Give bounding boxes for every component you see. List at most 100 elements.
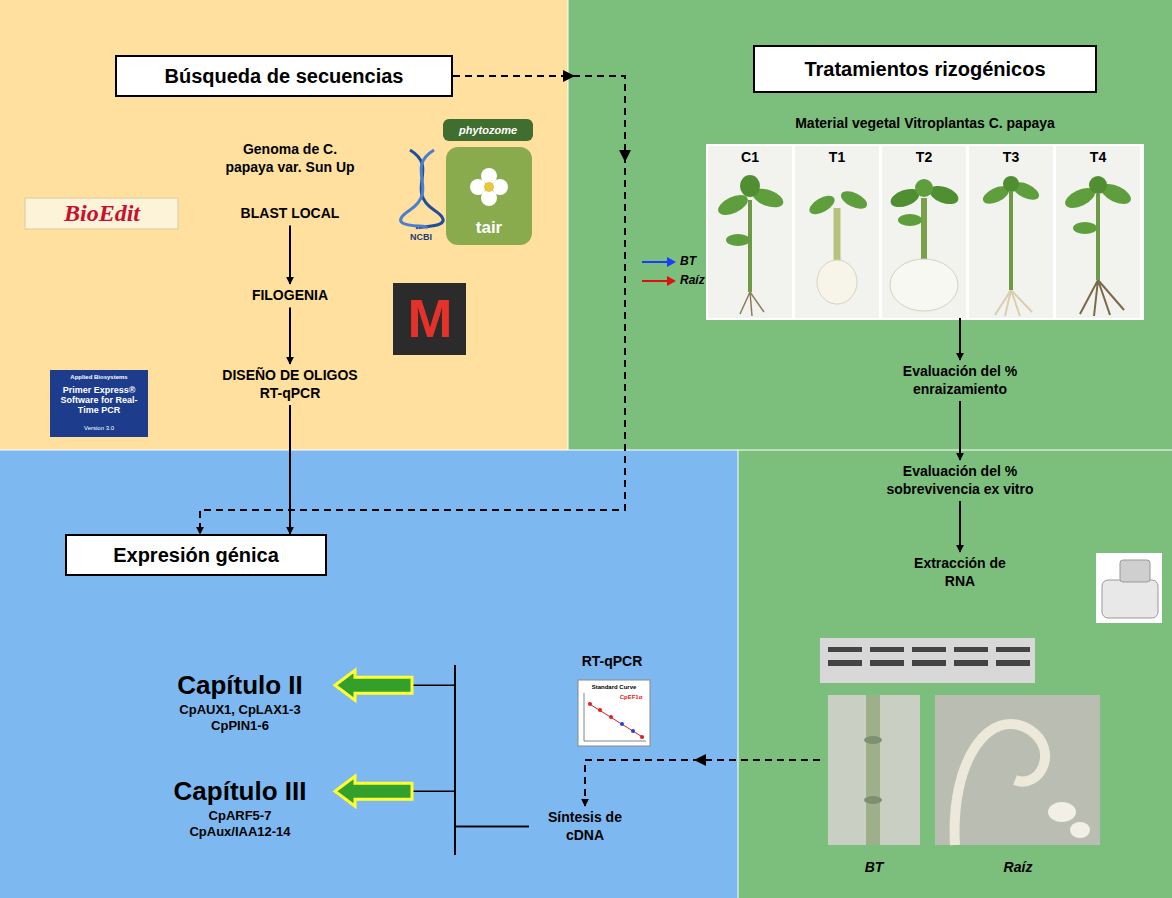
gel-band [996, 647, 1030, 652]
primer-express-logo [50, 370, 148, 437]
photo-strip [706, 144, 1144, 320]
treatment-label: T2 [916, 150, 932, 165]
plant-leaf [806, 192, 837, 218]
callus [817, 260, 857, 304]
legend-entry: BT [680, 255, 696, 268]
connector-line [289, 226, 291, 285]
step-text: FILOGENIA [225, 284, 355, 308]
plant-photo [795, 146, 879, 318]
flow-connector [290, 308, 291, 365]
plant-stem [1009, 192, 1013, 290]
flow-connector [960, 318, 961, 360]
step-text: BLAST LOCAL [220, 202, 360, 226]
logo-text: Primer Express® Software for Real-Time P… [54, 386, 144, 416]
plant-photo [708, 146, 792, 318]
logo-text: M [408, 289, 453, 348]
chart-title: Standard Curve [592, 684, 637, 691]
root-photo [935, 695, 1100, 845]
node-title: DISEÑO DE OLIGOS RT-qPCR [214, 367, 366, 402]
connector-line [585, 760, 820, 806]
chart-point [640, 735, 644, 739]
logo-text: NCBI [410, 233, 432, 243]
node-title: Capítulo III [174, 775, 307, 808]
node-title: Evaluación del % sobrevivencia ex vitro [876, 463, 1044, 498]
node-title: Evaluación del % enraizamiento [889, 363, 1031, 398]
phytozome-logo [443, 119, 533, 141]
plant-roots [740, 292, 764, 316]
title-box: Expresión génica [65, 534, 327, 576]
plant-leaf [915, 179, 933, 197]
search-panel [0, 0, 568, 450]
step-region: Extracción de RNA [820, 552, 1100, 870]
block-arrow [335, 776, 412, 806]
step-text: Capítulo IICpAUX1, CpLAX1-3 CpPIN1-6 [145, 666, 335, 737]
connector-line [412, 791, 529, 826]
plant-leaf [726, 234, 750, 246]
node-title: Extracción de RNA [905, 555, 1015, 590]
flow-connector [290, 226, 291, 285]
tair-flower [492, 179, 508, 195]
photo-caption: BT [865, 860, 884, 875]
legend-arrow [642, 261, 669, 263]
node-title: BLAST LOCAL [241, 205, 340, 223]
gel-band [954, 660, 988, 666]
flow-connector [335, 776, 529, 826]
connector-line [959, 401, 961, 460]
root-tip [1070, 822, 1090, 838]
plant-leaf [1073, 222, 1097, 234]
node-title: Capítulo II [177, 669, 303, 702]
block-arrow [335, 670, 412, 700]
step-text: DISEÑO DE OLIGOS RT-qPCR [210, 364, 370, 405]
photo-caption: Raíz [1004, 860, 1033, 875]
legend-entry: Raíz [680, 274, 705, 287]
node-body: CpAUX1, CpLAX1-3 CpPIN1-6 [175, 702, 305, 735]
standard-curve-chart [578, 680, 650, 746]
plant-roots [995, 290, 1032, 316]
title-box: Tratamientos rizogénicos [753, 45, 1097, 93]
logo-text: tair [476, 219, 502, 238]
plant-photo [1056, 146, 1140, 318]
callus [890, 259, 958, 311]
stem-node [864, 796, 882, 804]
step-text: Capítulo IIICpARF5-7 CpAux/IAA12-14 [145, 772, 335, 843]
logo-text: phytozome [459, 124, 517, 136]
plant-photo [969, 146, 1053, 318]
flow-connector [335, 670, 529, 826]
spectrophotometer [1102, 580, 1158, 618]
mega-logo [393, 283, 466, 355]
title-box: Búsqueda de secuencias [115, 55, 453, 97]
stem-base [866, 695, 880, 845]
step-text: Genoma de C. papaya var. Sun Up [215, 138, 365, 179]
node-title: FILOGENIA [252, 287, 328, 305]
chart-point [620, 722, 624, 726]
legend-arrow [642, 280, 669, 282]
stem-base-photo [828, 695, 920, 845]
chart-axis [584, 693, 585, 741]
legend-text: BT [680, 254, 696, 268]
treatment-panel [568, 0, 1172, 450]
node-title: Búsqueda de secuencias [165, 64, 404, 89]
connector-line [959, 501, 961, 552]
flow-connector [585, 760, 820, 806]
ncbi-logo [401, 150, 434, 228]
root [955, 724, 1045, 845]
chart-point [588, 702, 592, 706]
panel-divider [738, 450, 739, 898]
connector-line [959, 318, 961, 360]
chart-point [609, 715, 613, 719]
gel-band [828, 647, 862, 652]
step-text: RT-qPCR [567, 650, 657, 674]
legend-text: Raíz [680, 273, 705, 287]
plant-leaf [740, 175, 760, 197]
node-title: Síntesis de cDNA [533, 809, 637, 844]
logo-text: BioEdit [64, 200, 140, 226]
spectrophotometer [1120, 560, 1150, 582]
root-tip [1048, 802, 1076, 822]
flow-connector [960, 401, 961, 460]
bioedit-logo [25, 198, 178, 229]
plant-roots [1080, 280, 1124, 316]
node-title: RT-qPCR [582, 653, 643, 671]
